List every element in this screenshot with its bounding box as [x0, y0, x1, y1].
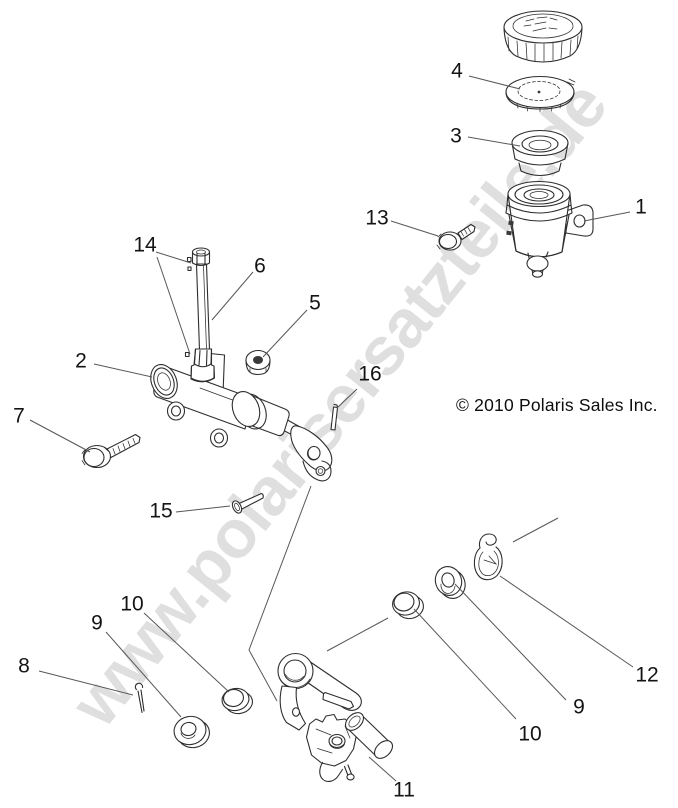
callout-bolt: 7	[13, 404, 25, 428]
pivot-pin	[330, 403, 339, 431]
leader-line-washer-left	[105, 631, 182, 718]
leader-line-nut	[262, 309, 308, 358]
reservoir	[505, 180, 594, 278]
callout-washer-left: 9	[91, 611, 103, 635]
mounting-bolt	[81, 433, 141, 469]
callout-seal-plate: 4	[451, 59, 463, 83]
fitting-tab	[184, 351, 190, 358]
reservoir-bracket	[565, 204, 594, 237]
bushing-right	[392, 591, 424, 620]
leader-line-diaphragm	[467, 136, 521, 147]
washer-right	[434, 566, 466, 599]
tube	[195, 263, 211, 351]
fitting-tab	[186, 256, 192, 263]
reservoir-screw	[436, 223, 476, 251]
leader-line-master-cylinder	[93, 363, 153, 378]
clevis-pin	[231, 492, 264, 514]
spring-clip	[473, 533, 503, 581]
assembly-axis-lines	[248, 485, 559, 702]
callout-washer-right: 9	[573, 695, 585, 719]
callout-nut: 5	[309, 291, 321, 315]
callout-reservoir-screw: 13	[365, 206, 389, 230]
leader-line-tube-fittings	[156, 256, 191, 355]
washer-left	[173, 715, 210, 749]
callout-leader-lines	[29, 75, 634, 782]
tube-and-fittings	[184, 247, 216, 383]
callout-reservoir: 1	[635, 195, 647, 219]
leader-line-spring-clip	[499, 575, 634, 668]
nut	[245, 349, 271, 376]
leader-line-bushing-left	[143, 612, 230, 693]
callout-clevis-pin: 15	[149, 499, 173, 523]
mounting-ear-hole	[166, 401, 186, 421]
callout-cotter-pin: 8	[18, 654, 30, 678]
cap-text-squiggles	[523, 16, 558, 32]
reservoir-cap	[503, 10, 583, 63]
leader-line-bolt	[29, 419, 91, 453]
assembly-axis-line-3	[326, 617, 389, 652]
assembly-axis-line-2	[248, 485, 312, 702]
leader-line-seal-plate	[468, 75, 521, 90]
top-fitting	[191, 247, 211, 257]
bushing-left	[221, 687, 253, 715]
leader-line-bushing-right	[413, 608, 517, 720]
bracket-plate	[279, 685, 307, 731]
callout-spring-clip: 12	[635, 663, 659, 687]
callout-diaphragm: 3	[450, 124, 462, 148]
leader-line-reservoir-screw	[390, 220, 439, 237]
callout-tube: 6	[254, 254, 266, 278]
leader-line-tube-fittings	[155, 251, 192, 264]
block-bolt-head	[328, 733, 346, 749]
assembly-axis-line-1	[512, 517, 559, 543]
cotter-pin	[134, 682, 145, 714]
callout-tube-fittings: 14	[133, 233, 157, 257]
leader-line-tube	[211, 271, 254, 321]
mounting-ear-hole	[209, 428, 229, 448]
diaphragm	[511, 129, 569, 177]
callout-master-cylinder: 2	[75, 349, 87, 373]
leader-line-clevis-pin	[175, 505, 231, 513]
clevis-pin-hole	[307, 445, 321, 461]
seal-plate	[505, 75, 576, 113]
leader-line-pivot-pin	[336, 388, 358, 409]
leader-line-washer-right	[454, 583, 567, 701]
callout-pedal-assembly: 11	[393, 778, 415, 802]
master-cylinder	[150, 351, 333, 482]
pedal-assembly	[277, 652, 394, 782]
callout-bushing-left: 10	[120, 592, 144, 616]
leader-line-pedal-assembly	[368, 756, 397, 782]
leader-line-reservoir	[583, 211, 631, 222]
leader-line-cotter-pin	[38, 670, 134, 696]
callout-pivot-pin: 16	[358, 362, 382, 386]
fitting-tab	[187, 266, 192, 272]
reservoir-outlet	[527, 251, 549, 259]
callout-bushing-right: 10	[518, 722, 542, 746]
copyright-text: © 2010 Polaris Sales Inc.	[456, 395, 658, 415]
